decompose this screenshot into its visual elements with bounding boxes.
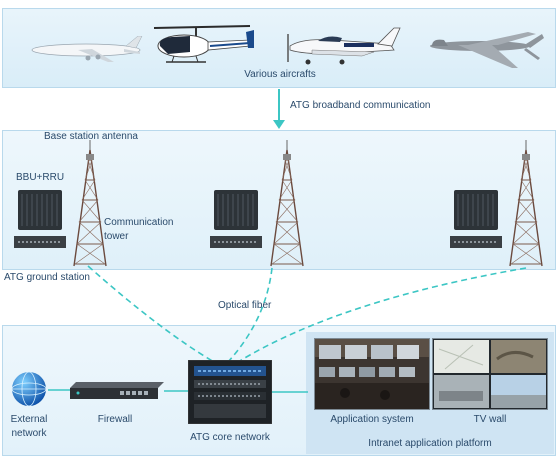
- bbu-rru-unit-icon: [210, 190, 262, 248]
- airliner-icon: [31, 36, 143, 62]
- fiber-line-right: [237, 267, 527, 363]
- core-network-label: ATG core network: [190, 432, 270, 443]
- intranet-platform-label: Intranet application platform: [368, 438, 492, 449]
- antenna-label: Base station antenna: [44, 131, 138, 142]
- drone-icon: [430, 32, 544, 68]
- fiber-label: Optical fiber: [218, 300, 272, 311]
- bbu-rru-unit-icon: [450, 190, 502, 248]
- helicopter-icon: [153, 25, 254, 63]
- tower-icon: [509, 140, 543, 267]
- tower-label-line2: tower: [104, 231, 129, 242]
- external-network-label-line2: network: [11, 428, 47, 439]
- atg-link-label: ATG broadband communication: [290, 100, 431, 111]
- tower-label-line1: Communication: [104, 217, 174, 228]
- firewall-icon: [70, 382, 164, 399]
- tv-wall-label: TV wall: [473, 414, 507, 425]
- firewall-label: Firewall: [97, 414, 133, 425]
- tv-wall-image: [432, 338, 548, 410]
- bbu-rru-unit-icon: [14, 190, 66, 248]
- tower-icon: [73, 140, 107, 267]
- application-system-image: [314, 338, 430, 410]
- external-network-label-line1: External: [10, 414, 48, 425]
- bbu-rru-label: BBU+RRU: [16, 172, 65, 183]
- propeller-plane-icon: [287, 27, 401, 65]
- core-network-rack-icon: [188, 360, 272, 424]
- fiber-line-middle: [227, 267, 273, 363]
- aircraft-band-label: Various aircrafts: [244, 69, 316, 80]
- globe-icon: [11, 371, 47, 407]
- application-system-label: Application system: [330, 414, 414, 425]
- atg-link-arrowhead: [273, 120, 285, 129]
- fiber-line-left: [87, 265, 215, 363]
- tower-icon: [270, 140, 304, 267]
- ground-station-label: ATG ground station: [4, 272, 90, 283]
